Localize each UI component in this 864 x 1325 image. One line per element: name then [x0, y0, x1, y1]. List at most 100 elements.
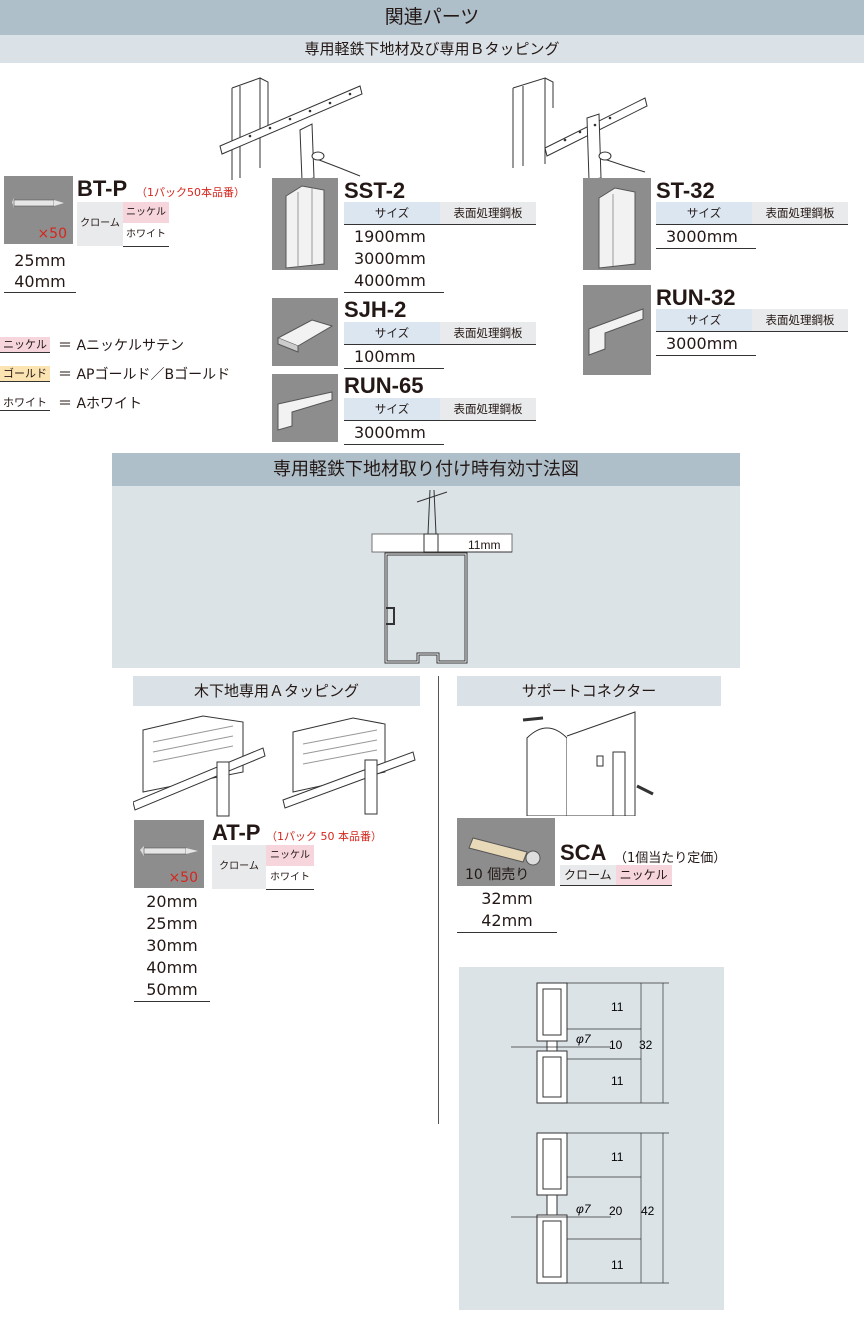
size-item: 20mm: [146, 892, 198, 911]
dimension-section-title: 専用軽鉄下地材取り付け時有効寸法図: [112, 453, 740, 486]
run-65-name: RUN-65: [344, 373, 424, 398]
dimension-drawing: 11mm: [371, 489, 513, 664]
material-header: 表面処理鋼板: [440, 322, 536, 344]
at-p-image: ×50: [134, 820, 204, 888]
size-header: サイズ: [656, 202, 752, 224]
sst-2-table-header: サイズ 表面処理鋼板: [344, 202, 536, 225]
bt-p-sizes: 25mm 40mm: [4, 250, 76, 293]
sca-qty: 10 個売り: [465, 867, 530, 883]
connector-icon: [468, 837, 541, 866]
size-header: サイズ: [344, 322, 440, 344]
finish-nickel: ニッケル: [266, 845, 314, 867]
legend-text: ＝ Aニッケルサテン: [58, 337, 185, 354]
material-header: 表面処理鋼板: [752, 309, 848, 331]
header-bar: 関連パーツ: [0, 0, 864, 35]
sjh-2-name: SJH-2: [344, 297, 407, 322]
size-item: 25mm: [146, 914, 198, 933]
run-32-name: RUN-32: [656, 285, 736, 310]
finish-nickel: ニッケル: [123, 202, 169, 224]
size-item: 1900mm: [354, 227, 426, 246]
finish-chrome-label: クローム: [77, 202, 123, 246]
bt-p-qty: ×50: [37, 226, 67, 242]
finish-white: ホワイト: [266, 867, 314, 890]
material-header: 表面処理鋼板: [440, 398, 536, 420]
run-65-image: [272, 374, 338, 442]
legend-row: ホワイト ＝ Aホワイト: [0, 388, 270, 417]
size-header: サイズ: [656, 309, 752, 331]
dimension-diagram-panel: 11mm: [112, 486, 740, 668]
sca-sizes: 32mm 42mm: [457, 888, 557, 933]
legend-tag-gold: ゴールド: [0, 365, 50, 382]
stud-icon: [598, 187, 636, 269]
size-header: サイズ: [344, 398, 440, 420]
connector-dimension-panel: 11 φ7 10 32 11 11 φ7 20 42 11: [459, 967, 724, 1310]
at-p-note: （1パック 50 本品番）: [266, 830, 382, 843]
dim-a-dia: φ7: [576, 1032, 592, 1046]
installation-illustration-left: [219, 77, 363, 181]
dim-a-mid: 10: [609, 1038, 623, 1052]
size-item: 40mm: [4, 271, 76, 293]
finish-chrome-label: クローム: [212, 845, 266, 889]
at-p-name: AT-P: [212, 820, 261, 845]
size-item: 3000mm: [656, 226, 756, 249]
sst-2-sizes: 1900mm 3000mm 4000mm: [344, 226, 444, 293]
dim-b-top: 11: [611, 1150, 624, 1164]
size-item: 30mm: [146, 936, 198, 955]
material-header: 表面処理鋼板: [752, 202, 848, 224]
connector-installation-illustration: [522, 711, 654, 816]
runner-icon: [277, 391, 333, 431]
size-item: 50mm: [134, 979, 210, 1002]
size-item: 3000mm: [354, 249, 426, 268]
run-32-table-header: サイズ 表面処理鋼板: [656, 309, 848, 332]
legend-row: ゴールド ＝ APゴールド／Bゴールド: [0, 359, 270, 388]
sjh-2-image: [272, 298, 338, 366]
run-65-table-header: サイズ 表面処理鋼板: [344, 398, 536, 421]
legend-text: ＝ Aホワイト: [58, 395, 143, 412]
material-header: 表面処理鋼板: [440, 202, 536, 224]
page-title: 関連パーツ: [384, 6, 480, 28]
size-item: 3000mm: [344, 422, 444, 445]
st-32-image: [583, 178, 651, 270]
sca-finish-table: クローム ニッケル: [560, 865, 672, 886]
size-item: 32mm: [481, 889, 533, 908]
bt-p-name: BT-P: [77, 176, 128, 201]
finish-nickel: ニッケル: [615, 865, 672, 885]
size-item: 3000mm: [656, 333, 756, 356]
sjh-2-table-header: サイズ 表面処理鋼板: [344, 322, 536, 345]
legend-tag-white: ホワイト: [0, 394, 50, 411]
sca-note: （1個当たり定価）: [614, 851, 727, 866]
legend-row: ニッケル ＝ Aニッケルサテン: [0, 330, 270, 359]
dimension-label: 11mm: [468, 538, 500, 552]
sst-2-name: SST-2: [344, 178, 406, 203]
section-subtitle: 専用軽鉄下地材及び専用Ｂタッピング: [304, 40, 560, 58]
dim-b-dia: φ7: [576, 1202, 592, 1216]
size-header: サイズ: [344, 202, 440, 224]
at-p-finish-table: クローム ニッケル ホワイト: [212, 845, 314, 890]
screw-icon: [12, 198, 64, 208]
connector-dimension-drawing: 11 φ7 10 32 11 11 φ7 20 42 11: [511, 982, 669, 1284]
size-item: 42mm: [457, 910, 557, 933]
column-divider: [438, 676, 439, 1124]
support-section-title: サポートコネクター: [457, 676, 721, 706]
legend-tag-nickel: ニッケル: [0, 336, 50, 353]
dim-b-mid: 20: [609, 1204, 623, 1218]
sca-name: SCA: [560, 840, 607, 865]
size-item: 4000mm: [344, 270, 444, 293]
size-item: 100mm: [344, 346, 444, 369]
runner-icon: [588, 308, 644, 356]
bt-p-finish-table: クローム ニッケル ホワイト: [77, 202, 169, 247]
size-item: 25mm: [14, 251, 66, 270]
joint-icon: [276, 319, 334, 353]
sst-2-image: [272, 178, 338, 270]
size-item: 40mm: [146, 958, 198, 977]
installation-illustration-right: [512, 77, 648, 181]
finish-legend: ニッケル ＝ Aニッケルサテン ゴールド ＝ APゴールド／Bゴールド ホワイト…: [0, 330, 270, 417]
st-32-sizes: 3000mm: [656, 226, 756, 249]
dim-b-total: 42: [641, 1204, 655, 1218]
screw-icon: [140, 846, 198, 856]
wood-installation-illustration: [133, 715, 416, 817]
at-p-sizes: 20mm 25mm 30mm 40mm 50mm: [134, 891, 210, 1002]
legend-text: ＝ APゴールド／Bゴールド: [58, 366, 231, 383]
st-32-name: ST-32: [656, 178, 715, 203]
wood-section-title: 木下地専用Ａタッピング: [133, 676, 420, 706]
